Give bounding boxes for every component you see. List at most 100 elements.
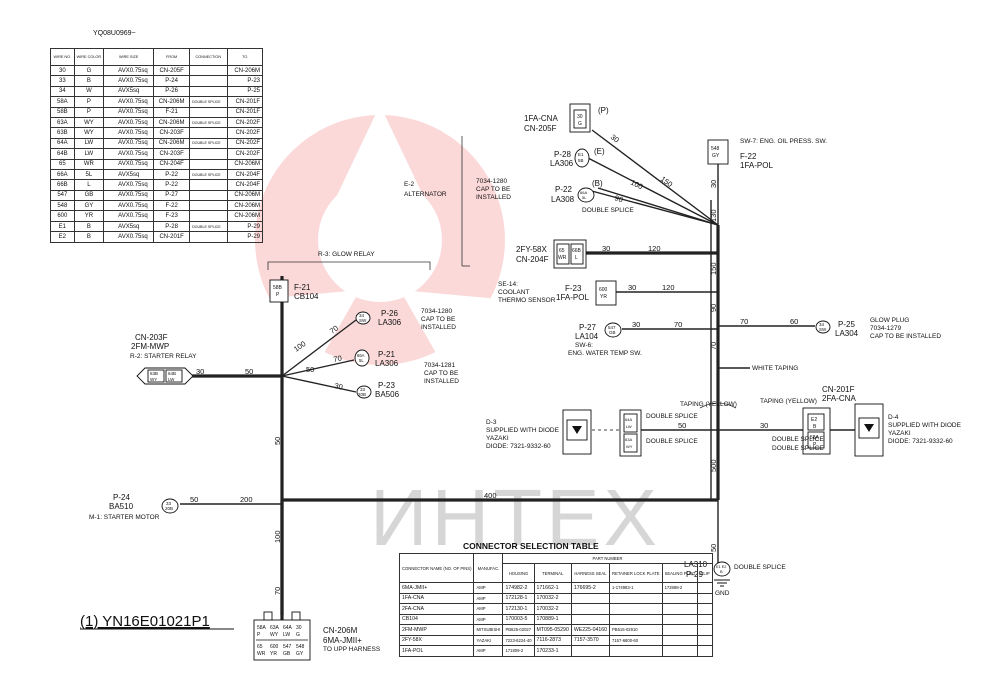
conn-cell-clip bbox=[697, 592, 713, 604]
conn-cell-seal bbox=[570, 645, 611, 657]
wire-cell-no: 66A bbox=[50, 168, 75, 181]
svg-text:600: 600 bbox=[599, 287, 608, 293]
svg-text:64A: 64A bbox=[625, 417, 632, 422]
svg-text:70: 70 bbox=[328, 323, 340, 335]
svg-text:CB104: CB104 bbox=[294, 292, 319, 301]
cn206m-pin-no: 65 bbox=[257, 644, 263, 650]
wire-cell-color: W bbox=[73, 85, 105, 98]
svg-text:150: 150 bbox=[709, 262, 718, 275]
conn-cell-clip bbox=[697, 624, 713, 636]
svg-text:ALTERNATOR: ALTERNATOR bbox=[404, 191, 447, 198]
svg-text:500: 500 bbox=[709, 459, 718, 472]
svg-text:E2: E2 bbox=[811, 417, 817, 423]
svg-text:L: L bbox=[575, 255, 578, 261]
conn-cell-seal: 176695-2 bbox=[570, 582, 611, 594]
wire-cell-no: 548 bbox=[50, 200, 75, 212]
svg-text:50: 50 bbox=[709, 544, 718, 552]
wire-cell-conn bbox=[189, 179, 228, 191]
wire-cell-color: WY bbox=[73, 127, 105, 139]
svg-text:7034-1279: 7034-1279 bbox=[870, 325, 901, 332]
taping-yellow-left: TAPING (YELLOW) bbox=[680, 401, 737, 408]
wire-cell-size: AVX0.75sq bbox=[103, 158, 155, 170]
svg-text:65: 65 bbox=[559, 248, 565, 254]
svg-text:7034-1281: 7034-1281 bbox=[424, 362, 455, 369]
wire-cell-to: CN-202F bbox=[226, 137, 264, 150]
wire-cell-size: AVX0.75sq bbox=[103, 116, 155, 129]
conn-cell-clip bbox=[697, 603, 713, 615]
wire-cell-to: P-23 bbox=[226, 75, 264, 87]
svg-text:20B: 20B bbox=[358, 392, 366, 397]
svg-text:30: 30 bbox=[632, 320, 640, 329]
svg-text:SE-14:: SE-14: bbox=[498, 281, 518, 288]
svg-text:7034-1280: 7034-1280 bbox=[476, 178, 507, 185]
wire-cell-from: F-22 bbox=[153, 200, 191, 212]
wire-cell-color: WR bbox=[73, 158, 105, 170]
svg-text:GND: GND bbox=[715, 590, 730, 597]
conn-cell-clip bbox=[697, 634, 713, 646]
wire-cell-size: AVX5sq bbox=[103, 168, 155, 181]
cn206m-pin-no: 64A bbox=[283, 625, 293, 631]
svg-text:BA506: BA506 bbox=[375, 390, 400, 399]
connector-p-26: 34 SW P-26 LA306 7034-1280 CAP TO BE INS… bbox=[355, 308, 456, 331]
svg-text:SUPPLIED WITH DIODE: SUPPLIED WITH DIODE bbox=[888, 422, 962, 429]
svg-text:64B: 64B bbox=[168, 371, 176, 376]
wire-cell-no: 30 bbox=[50, 64, 75, 77]
svg-text:DOUBLE SPLICE: DOUBLE SPLICE bbox=[582, 207, 634, 214]
svg-text:R-2: STARTER RELAY: R-2: STARTER RELAY bbox=[130, 353, 197, 360]
svg-text:CN-206M: CN-206M bbox=[323, 626, 358, 635]
connector-table-title: CONNECTOR SELECTION TABLE bbox=[463, 541, 599, 551]
wire-cell-conn: DOUBLE SPLICE bbox=[189, 96, 228, 108]
svg-text:P-22: P-22 bbox=[555, 185, 572, 194]
svg-text:60: 60 bbox=[790, 317, 798, 326]
wire-cell-size: AVX0.75sq bbox=[103, 231, 155, 243]
cn206m-pin-no: 30 bbox=[296, 625, 302, 631]
svg-text:F-21: F-21 bbox=[294, 283, 311, 292]
svg-text:58B: 58B bbox=[273, 285, 283, 291]
wire-cell-no: 33 bbox=[50, 75, 75, 87]
svg-text:CAP TO BE: CAP TO BE bbox=[421, 316, 456, 323]
wire-cell-conn bbox=[189, 106, 228, 118]
svg-text:M-1: STARTER MOTOR: M-1: STARTER MOTOR bbox=[89, 514, 160, 521]
svg-text:F-23: F-23 bbox=[565, 284, 582, 293]
conn-cell-retainer bbox=[609, 613, 663, 625]
wire-cell-no: 34 bbox=[50, 85, 75, 98]
conn-cell-seal bbox=[570, 613, 611, 625]
svg-text:50: 50 bbox=[190, 495, 198, 504]
svg-text:34: 34 bbox=[819, 322, 825, 327]
svg-text:30: 30 bbox=[196, 367, 204, 376]
wire-cell-from: CN-206M bbox=[153, 116, 191, 129]
wire-cell-no: 65 bbox=[50, 158, 75, 170]
conn-cell-maker: AMP bbox=[473, 592, 504, 604]
wire-cell-no: E1 bbox=[50, 220, 75, 233]
connector-p-21: 66A 5L P-21 LA306 bbox=[354, 349, 399, 368]
conn-cell-retainer: PB615-02910 bbox=[609, 624, 663, 636]
svg-text:30: 30 bbox=[760, 421, 768, 430]
svg-text:F-22: F-22 bbox=[740, 152, 757, 161]
wire-cell-color: L bbox=[73, 179, 105, 191]
cn206m-pin-color: P bbox=[257, 632, 261, 638]
conn-cell-name: 1FA-POL bbox=[398, 645, 475, 657]
conn-cell-housing: PB625-02027 bbox=[502, 624, 535, 636]
wire-cell-conn bbox=[189, 210, 228, 222]
wire-cell-from: CN-203F bbox=[153, 127, 191, 139]
watermark-logo bbox=[250, 105, 510, 365]
wire-length-labels: 30 150 100 90 30 120 30 120 30 70 70 60 … bbox=[190, 132, 798, 595]
cn206m-pin-color: LW bbox=[283, 632, 290, 638]
cn206m-pin-color: G bbox=[296, 632, 300, 638]
wire-cell-to: CN-206M bbox=[226, 189, 264, 202]
wire-cell-conn bbox=[189, 189, 228, 202]
wire-cell-conn bbox=[189, 231, 228, 243]
svg-text:400: 400 bbox=[484, 491, 497, 500]
svg-text:INSTALLED: INSTALLED bbox=[421, 324, 456, 331]
doc-code: YQ08U0969~ bbox=[93, 30, 136, 37]
wire-table-header: WIRE NO. WIRE COLOR WIRE SIZE FROM CONNE… bbox=[50, 48, 264, 66]
svg-text:LA308: LA308 bbox=[551, 195, 575, 204]
wire-cell-no: 600 bbox=[50, 210, 75, 222]
svg-text:5L: 5L bbox=[582, 195, 587, 200]
wire-cell-no: 66B bbox=[50, 179, 75, 191]
